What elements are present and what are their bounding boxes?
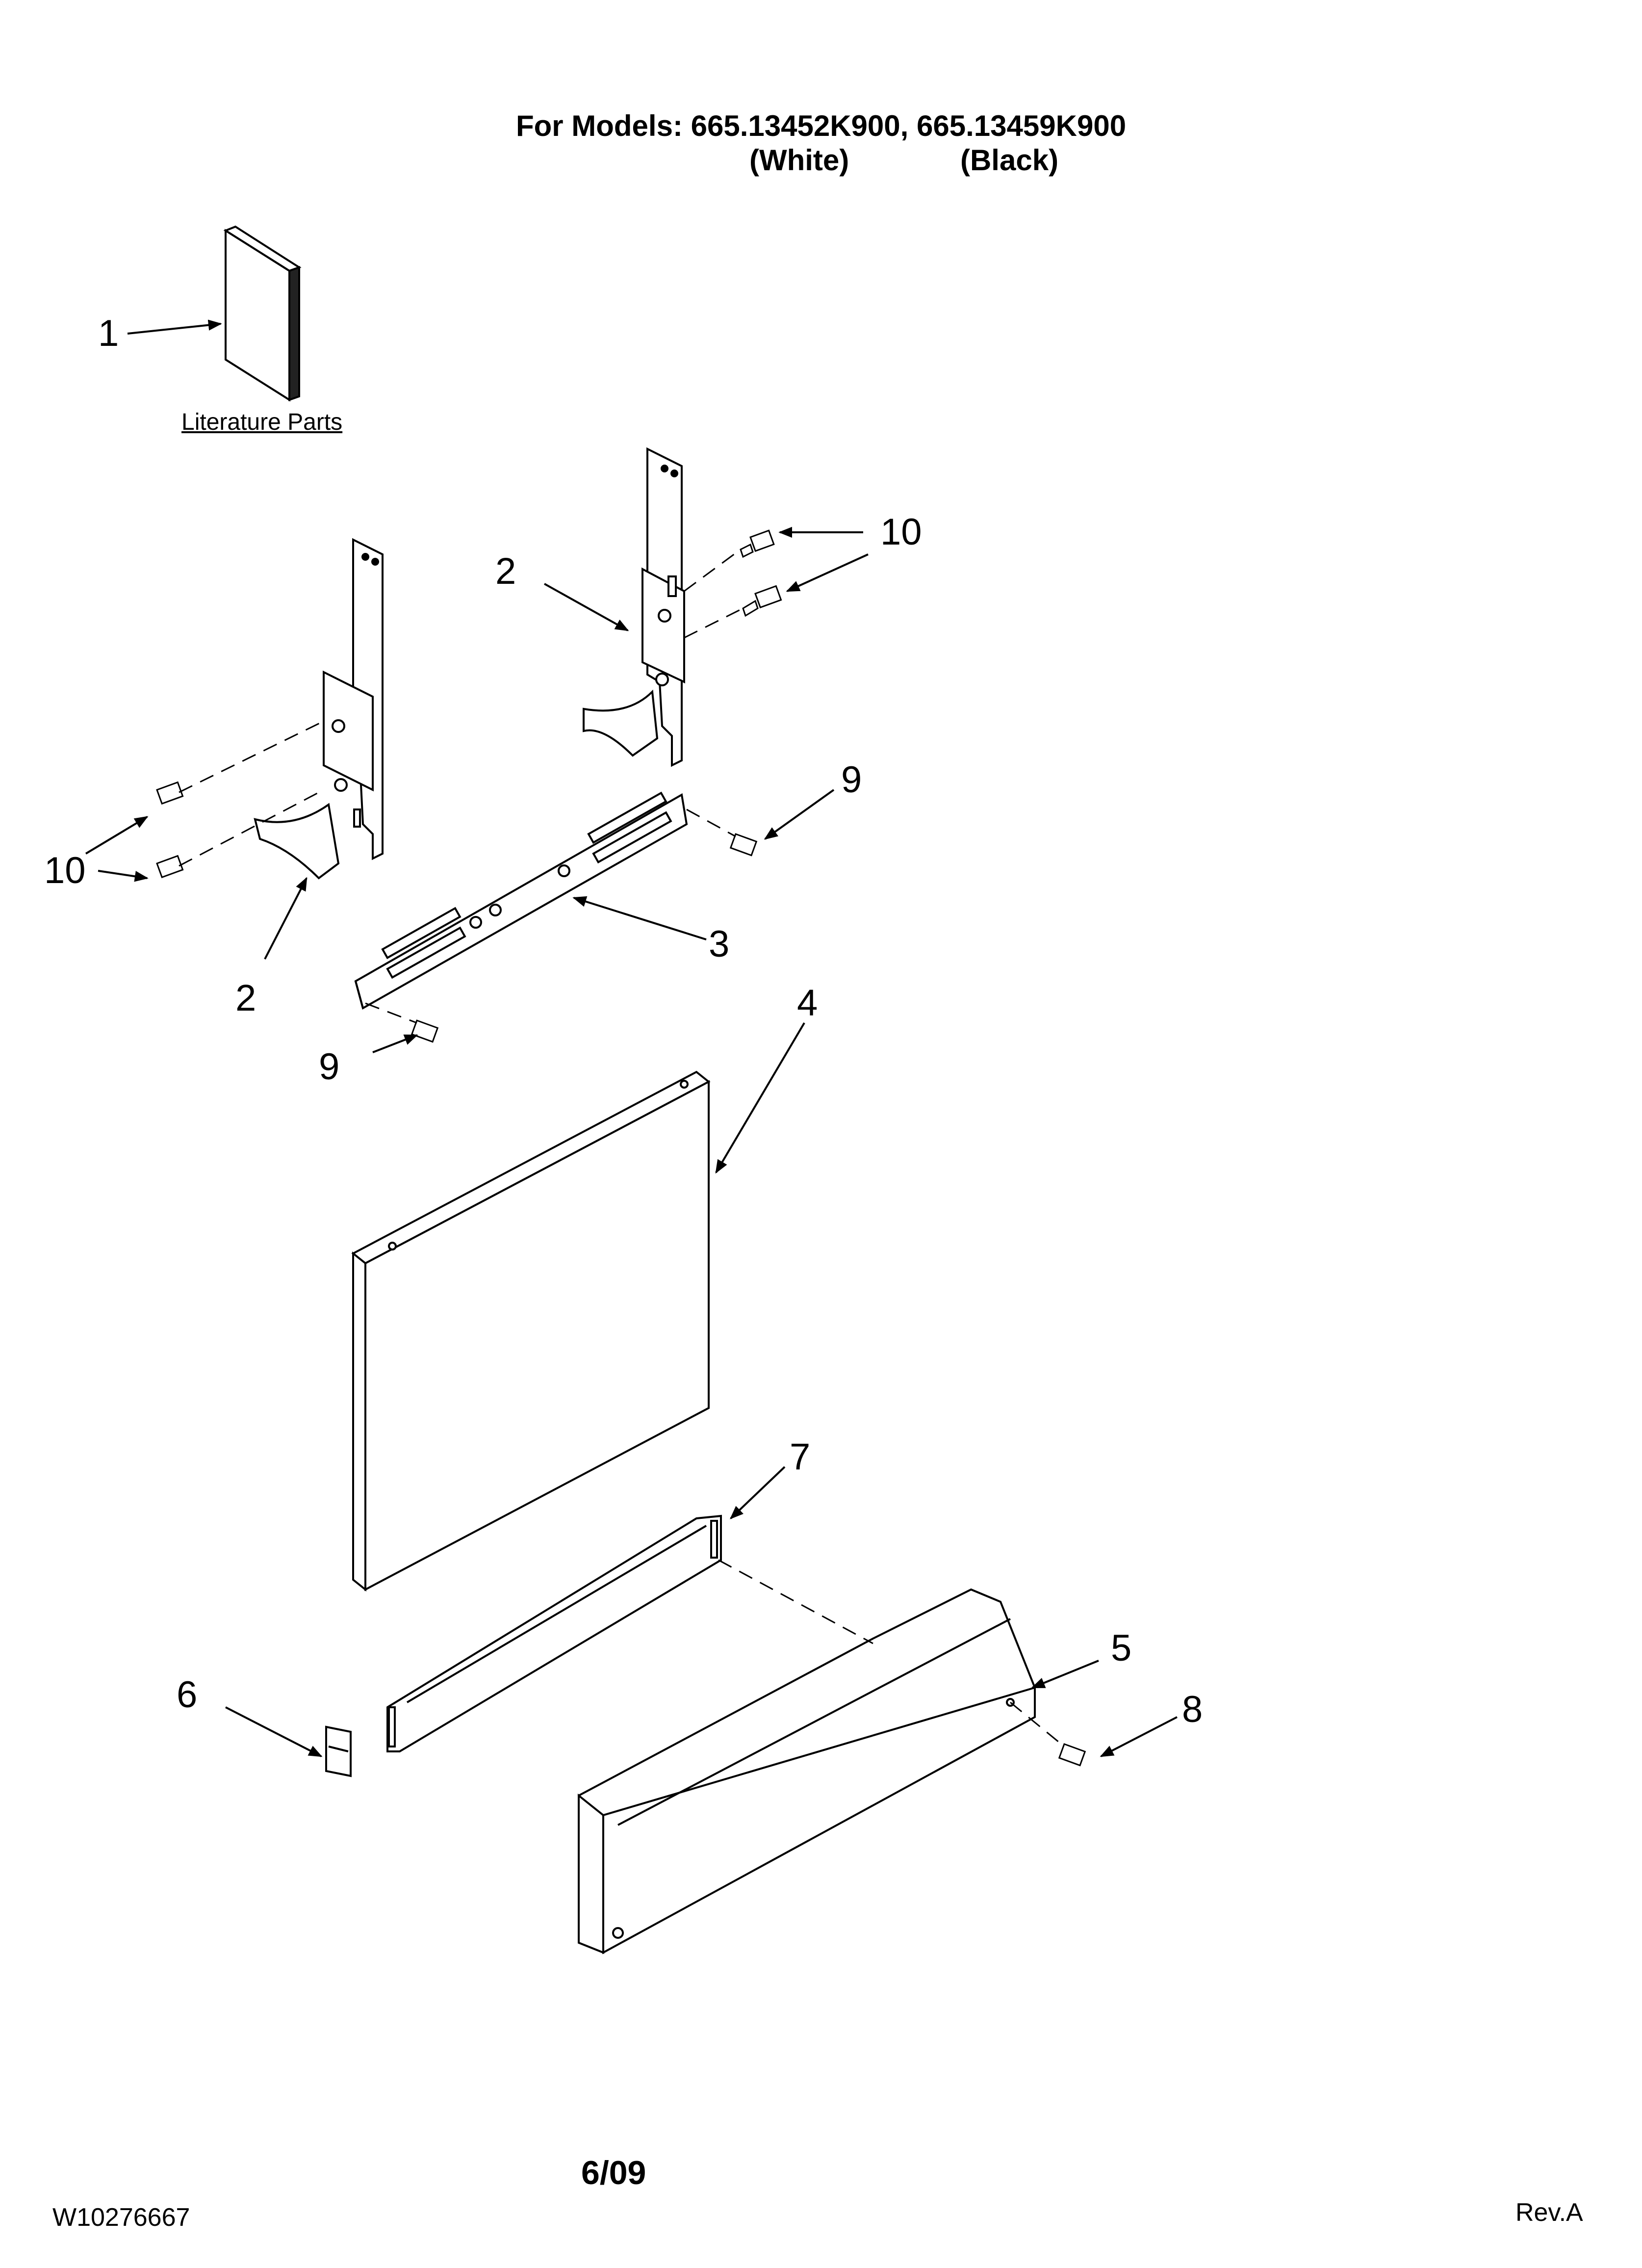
callout-8: 8 xyxy=(1182,1689,1203,1730)
door-hinge-left xyxy=(254,538,384,880)
black-label: (Black) xyxy=(960,144,1059,177)
access-panel xyxy=(577,1588,1036,1955)
toe-clip xyxy=(325,1725,352,1777)
footer-doc-number: W10276667 xyxy=(52,2203,190,2232)
callout-3: 3 xyxy=(709,923,729,965)
screw-9-bottom xyxy=(410,1019,439,1043)
footer-revision: Rev.A xyxy=(1515,2198,1583,2227)
door-panel xyxy=(351,1070,711,1592)
white-label: (White) xyxy=(749,144,849,177)
callout-7: 7 xyxy=(790,1436,810,1478)
screw-10-left-top xyxy=(156,781,184,805)
screw-8 xyxy=(1058,1743,1086,1767)
mounting-bracket xyxy=(354,791,688,1010)
screw-10-left-bottom xyxy=(156,855,184,879)
callout-10-right: 10 xyxy=(880,511,922,553)
callout-10-left: 10 xyxy=(44,850,86,891)
models-title: For Models: 665.13452K900, 665.13459K900 xyxy=(515,109,1127,142)
screw-10-right-bottom xyxy=(742,585,782,617)
literature-parts-label: Literature Parts xyxy=(181,409,343,435)
toe-panel-strip xyxy=(386,1514,722,1752)
callout-1: 1 xyxy=(98,313,119,354)
callout-numbers: 1 2 2 3 4 5 6 7 8 9 9 10 10 xyxy=(44,313,1203,1730)
literature-booklet-icon xyxy=(223,225,302,402)
callout-6: 6 xyxy=(177,1674,197,1716)
callout-2-lower: 2 xyxy=(235,977,256,1019)
footer-date: 6/09 xyxy=(581,2154,646,2191)
callout-4: 4 xyxy=(797,982,818,1024)
screw-10-right-top xyxy=(740,529,775,558)
callout-9-right: 9 xyxy=(841,759,862,801)
callout-5: 5 xyxy=(1111,1627,1131,1669)
callout-2-upper: 2 xyxy=(495,550,516,592)
door-hinge-right xyxy=(583,447,685,767)
assembly-dashed-lines xyxy=(179,548,1065,1747)
leader-arrows xyxy=(85,319,1178,1757)
callout-9-lower: 9 xyxy=(319,1046,339,1088)
screw-9-right xyxy=(729,833,758,857)
